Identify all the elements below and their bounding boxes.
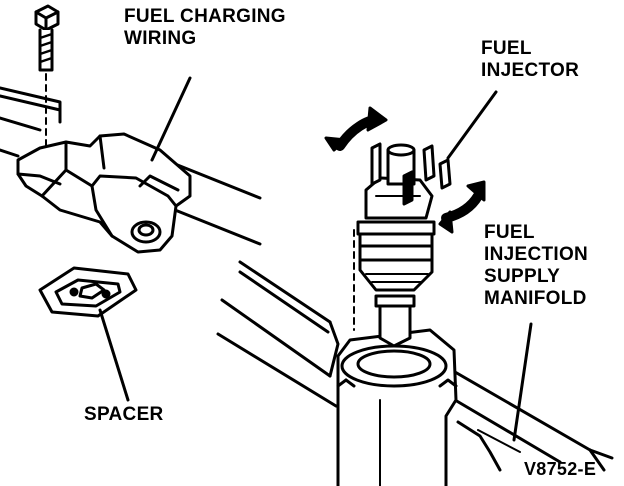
supply-manifold [216,260,614,472]
label-manifold-line-1: FUEL [484,222,535,243]
bolt [34,4,60,171]
spacer-gasket [38,266,138,318]
label-fuel-injector: FUEL INJECTOR [481,38,579,82]
label-fuel-charging-wiring-line-1: FUEL CHARGING [124,6,286,27]
leader-lines [98,76,533,442]
figure-id: V8752-E [524,459,597,479]
fuel-charging-wiring-connector [16,132,192,254]
label-fuel-injector-line-1: FUEL [481,38,532,59]
rotation-arrows [324,106,486,234]
label-manifold-line-4: MANIFOLD [484,288,587,309]
label-fuel-injection-supply-manifold: FUEL INJECTION SUPPLY MANIFOLD [484,222,588,310]
label-fuel-injector-line-2: INJECTOR [481,60,580,81]
label-manifold-line-2: INJECTION [484,244,589,265]
fuel-injector [356,142,452,348]
label-manifold-line-3: SUPPLY [484,266,561,287]
label-fuel-charging-wiring: FUEL CHARGING WIRING [124,6,286,50]
injector-boss [336,229,458,486]
label-fuel-charging-wiring-line-2: WIRING [124,28,197,49]
label-spacer: SPACER [84,404,164,425]
